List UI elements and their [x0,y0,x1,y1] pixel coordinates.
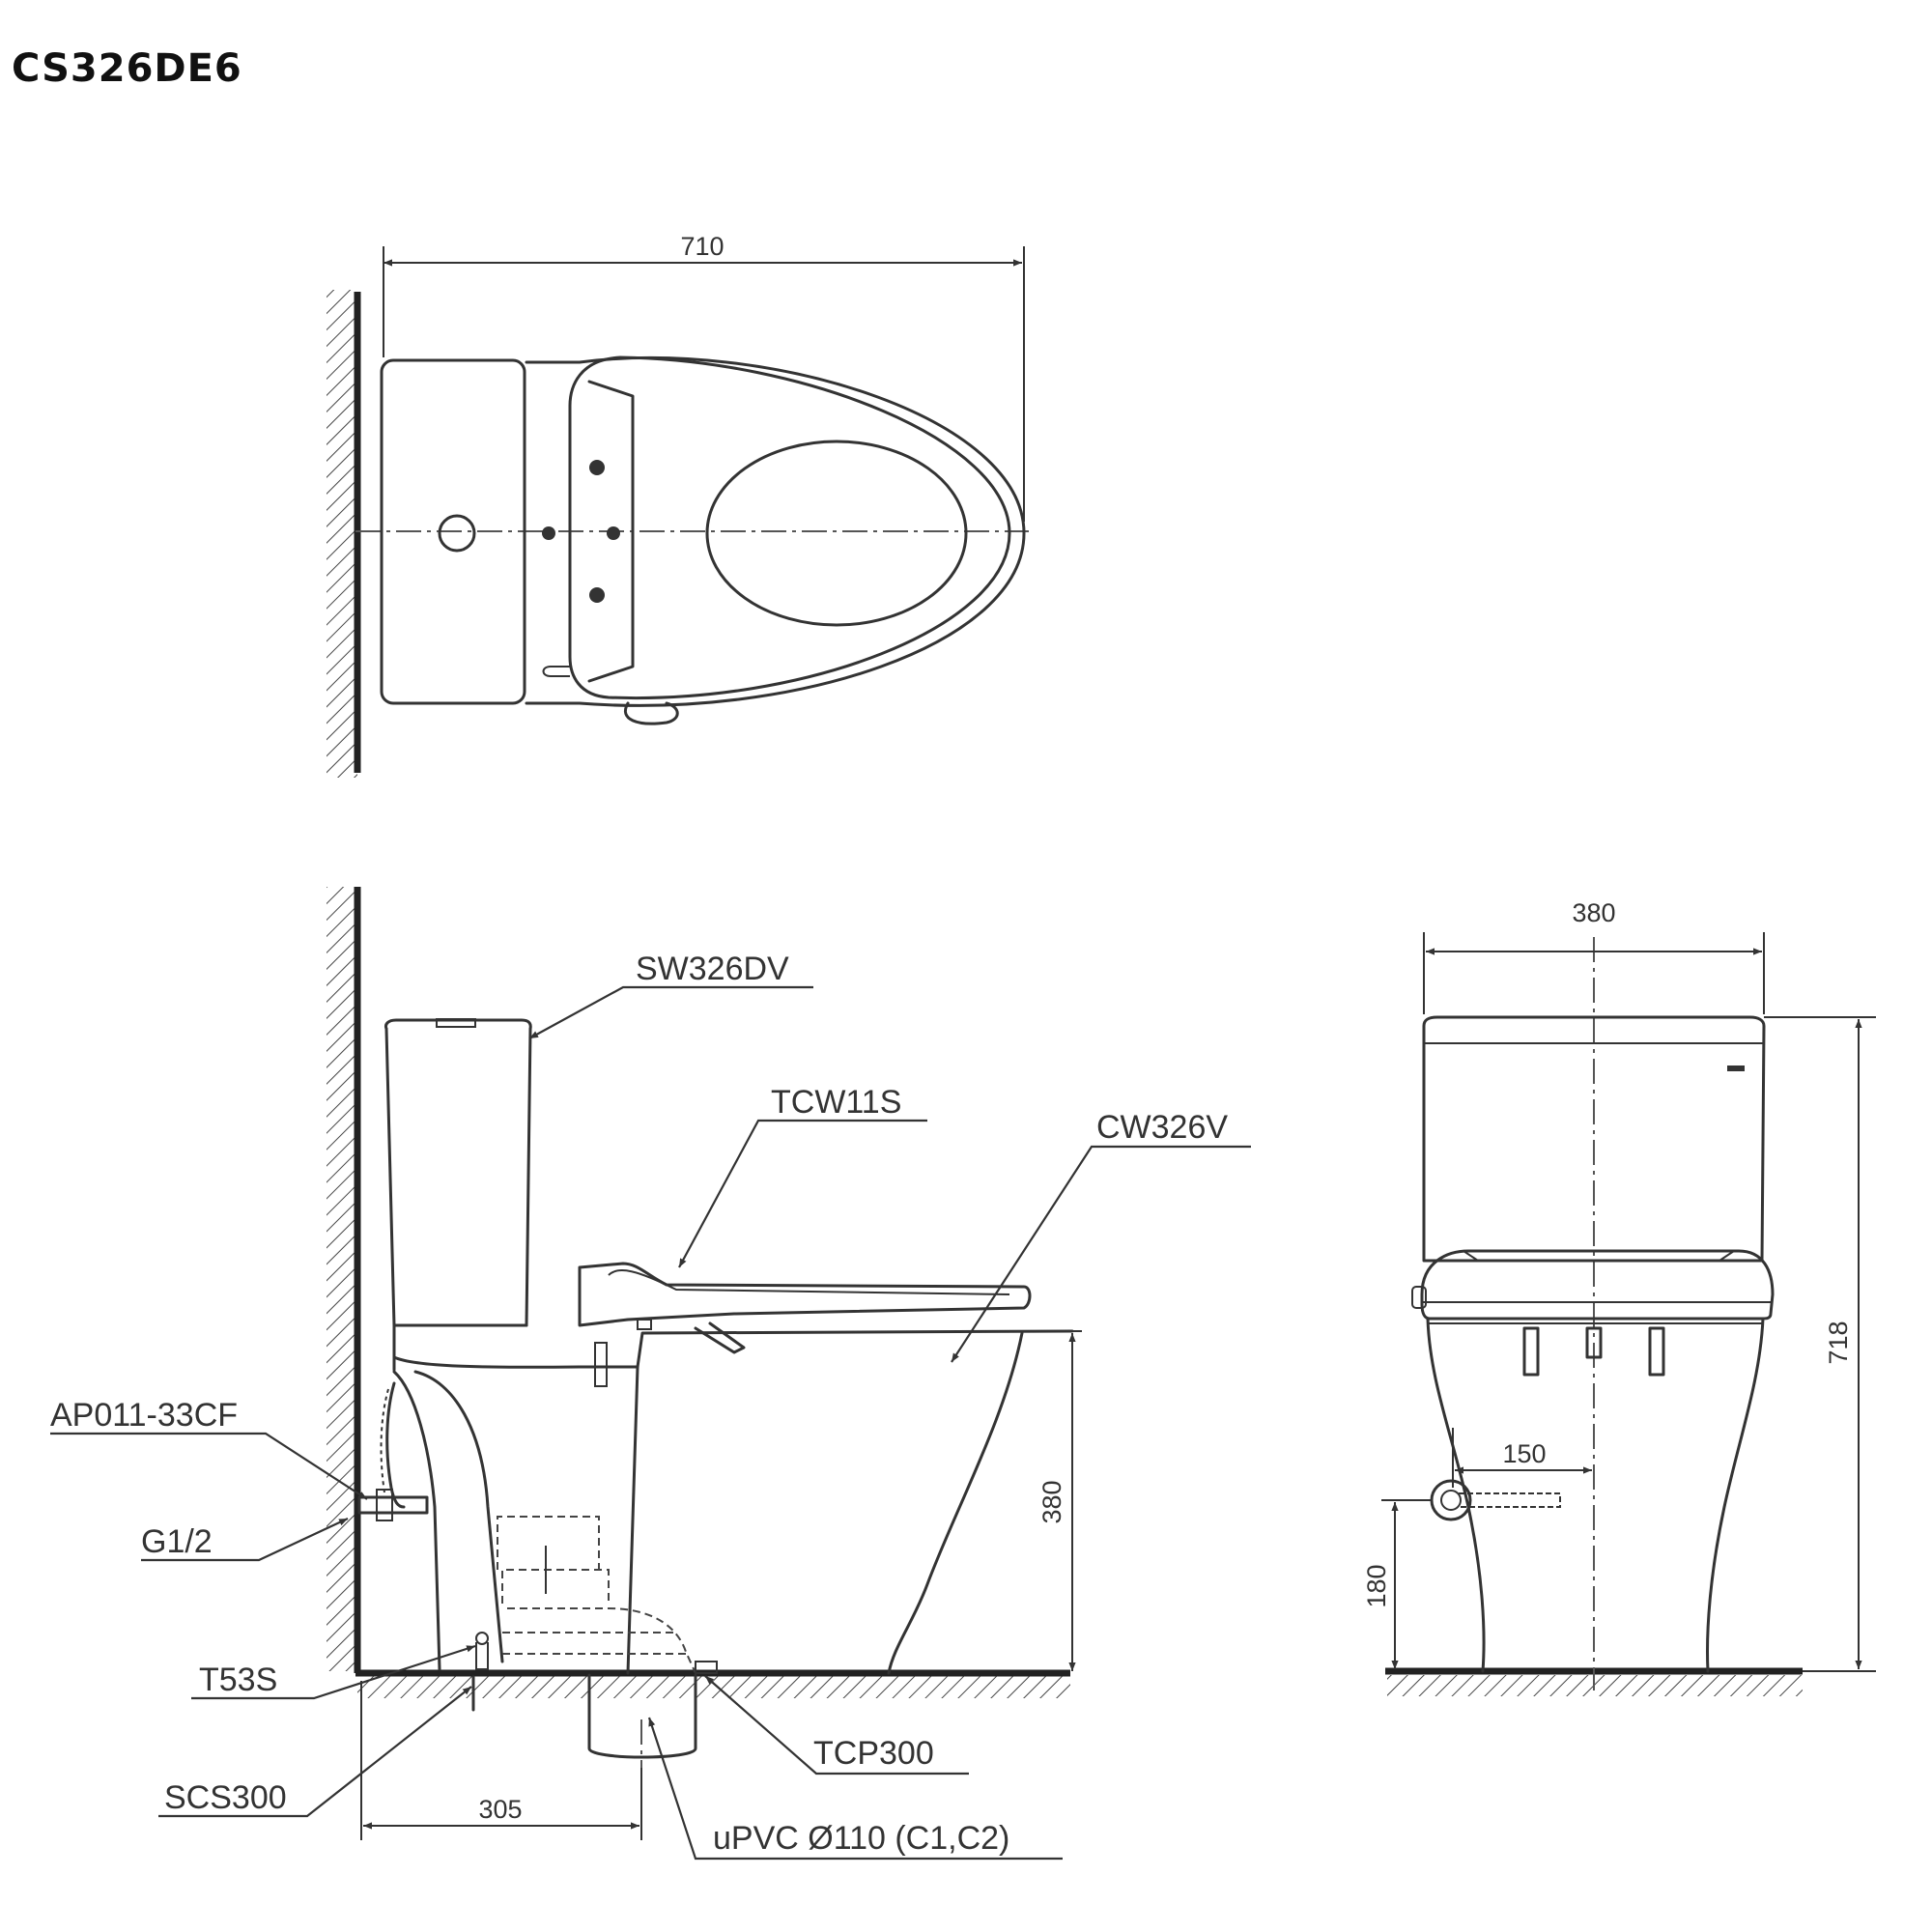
floor-bolt [475,1642,489,1670]
front-bowl-right [1706,1317,1765,1673]
side-floor-hatch [357,1675,1070,1698]
front-inlet-valve-inner [1440,1490,1462,1511]
front-bolt-left [1522,1326,1540,1377]
outlet-dashed-3 [507,1607,696,1674]
side-seat-bolt [594,1342,608,1387]
label-tank: SW326DV [636,951,789,987]
top-wall-hatch [327,290,357,778]
side-tank [384,1027,532,1327]
front-tank-lever [1727,1065,1745,1071]
dim-180: 180 [1362,1564,1391,1607]
leader-tank [528,985,813,1039]
mount-point-2 [589,587,605,603]
leader-thread [141,1518,349,1562]
outlet-dashed-1 [497,1516,600,1570]
label-screw: SCS300 [164,1779,287,1816]
side-view: 380 305 SW326DV TCW11S CW326V AP011-33CF… [50,887,1251,1861]
leader-pipe [647,1717,1063,1861]
front-seat [1420,1249,1775,1321]
leader-hose [50,1432,368,1500]
dim-front-380: 380 [1572,898,1615,927]
front-inlet-valve [1430,1479,1472,1521]
side-trap-inner [392,1370,441,1671]
front-bowl-left [1426,1317,1486,1673]
front-seat-knob [1411,1286,1427,1309]
leader-flange [704,1675,969,1776]
label-seat: TCW11S [771,1084,901,1121]
outlet-dashed-2 [501,1569,610,1604]
supply-hose [385,1381,406,1509]
side-seat-lever [694,1321,746,1354]
label-bowl: CW326V [1096,1109,1228,1146]
drain-pipe [587,1673,697,1759]
side-wall-hatch [327,887,357,1671]
top-seat-outline [568,355,1011,700]
front-bolt-center [1585,1326,1603,1359]
top-view: 710 [327,232,1029,778]
label-bolt: T53S [199,1662,277,1698]
top-lever [624,701,679,725]
dim-718: 718 [1824,1321,1853,1364]
leader-seat [678,1119,927,1268]
side-bowl-top [392,1323,1074,1369]
seat-opening [705,440,968,627]
supply-hose-braid [380,1388,389,1493]
leader-bowl [951,1145,1251,1363]
dim-150: 150 [1502,1439,1546,1468]
dim-side-380: 380 [1037,1480,1066,1523]
leader-bolt [191,1644,476,1700]
top-seat-hinge [587,380,635,683]
side-seat [578,1262,1032,1327]
flush-button [438,514,476,553]
side-tank-button [436,1018,476,1028]
model-title: CS326DE6 [12,46,242,91]
label-pipe: uPVC Ø110 (C1,C2) [713,1820,1009,1857]
dim-305: 305 [478,1795,522,1824]
front-bolt-right [1648,1326,1665,1377]
side-seat-tab [637,1319,652,1330]
angle-valve-body [376,1489,393,1521]
mount-point-4 [607,526,620,540]
side-bowl-back [626,1365,639,1675]
side-seat-inner [608,1269,1010,1295]
top-bowl-outline [525,355,1026,707]
dim-710: 710 [680,232,724,261]
front-tank [1422,1015,1766,1263]
leader-screw [158,1686,472,1818]
flange-lip [695,1661,718,1674]
side-trap-outer [413,1370,504,1663]
floor-bolt-head [475,1632,489,1645]
top-tank [380,358,526,705]
front-inlet-hose [1459,1492,1561,1508]
mount-point-3 [542,526,555,540]
mount-point-1 [589,460,605,475]
label-flange: TCP300 [813,1735,934,1772]
label-hose: AP011-33CF [50,1397,238,1434]
top-hinge-tab [542,666,570,677]
front-seat-inner [1463,1250,1735,1262]
side-bowl-front [887,1331,1024,1675]
label-thread: G1/2 [141,1523,213,1560]
front-view: 380 718 150 180 [1362,898,1876,1696]
